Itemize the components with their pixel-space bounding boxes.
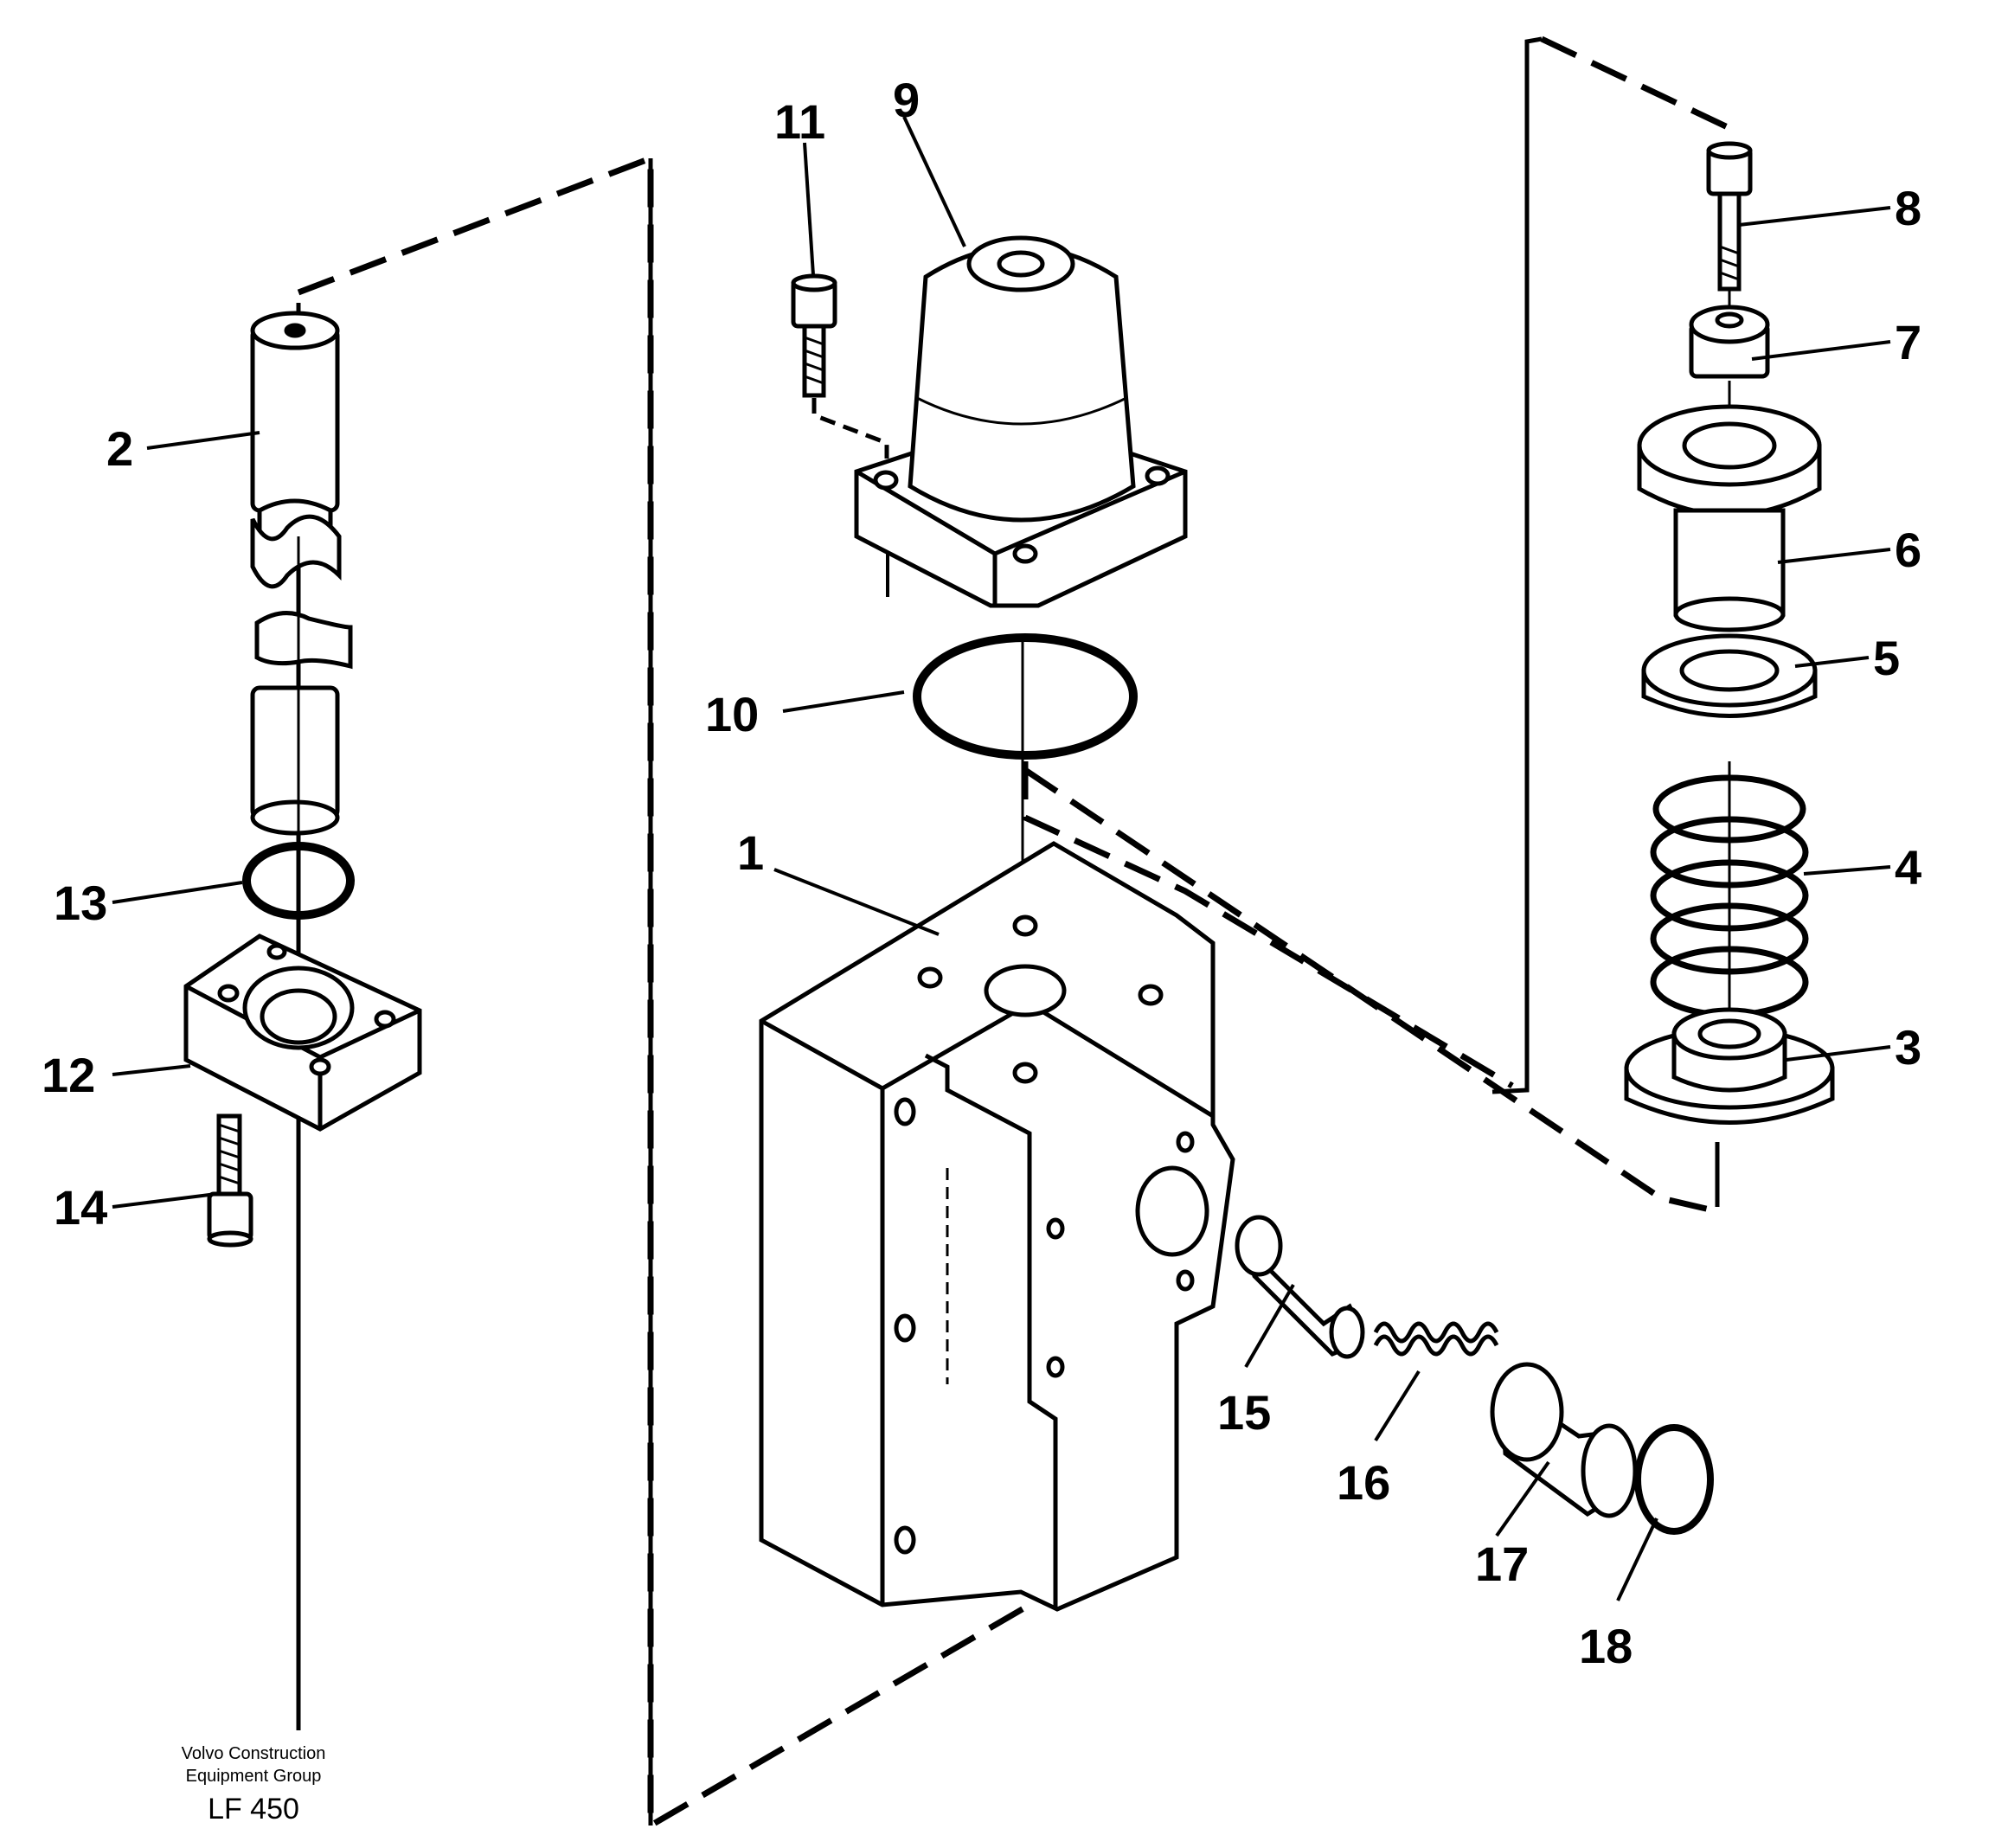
- callout-15: 15: [1217, 1385, 1271, 1440]
- callout-labels: 1 2 3 4 5 6 7 8 9 10 11 12 13 14 15 16 1…: [42, 73, 1921, 1673]
- part-14-bolt: [207, 1113, 253, 1248]
- part-5-washer: [1641, 633, 1818, 718]
- callout-14: 14: [54, 1180, 107, 1235]
- callout-18: 18: [1579, 1619, 1633, 1673]
- callout-9: 9: [893, 73, 920, 127]
- callout-17: 17: [1475, 1537, 1529, 1591]
- part-8-bolt: [1706, 141, 1753, 307]
- caption-block: Volvo Construction Equipment Group LF 45…: [182, 1744, 326, 1826]
- callout-2: 2: [106, 421, 133, 476]
- part-7-collar: [1689, 305, 1770, 415]
- part-13-o-ring: [242, 842, 355, 920]
- callout-7: 7: [1895, 315, 1921, 369]
- callout-16: 16: [1337, 1455, 1390, 1510]
- part-2-spool: [250, 311, 353, 1004]
- leader-lines: [112, 116, 1891, 1601]
- part-16-spring: [1373, 1321, 1499, 1357]
- callout-8: 8: [1895, 181, 1921, 235]
- callout-10: 10: [705, 687, 759, 741]
- part-12-cover-block: [183, 934, 422, 1132]
- callout-4: 4: [1895, 840, 1921, 895]
- part-17-plug: [1490, 1362, 1638, 1518]
- callout-12: 12: [42, 1048, 95, 1102]
- callout-5: 5: [1873, 631, 1900, 685]
- caption-company-line1: Volvo Construction: [182, 1744, 326, 1763]
- part-6-spring-seat: [1637, 404, 1822, 632]
- callout-1: 1: [737, 825, 764, 880]
- callout-6: 6: [1895, 523, 1921, 577]
- part-15-sleeve: [1235, 1215, 1365, 1359]
- callout-3: 3: [1895, 1020, 1921, 1075]
- caption-figure-code: LF 450: [208, 1793, 299, 1826]
- part-4-spring: [1650, 761, 1809, 1030]
- callout-13: 13: [54, 876, 107, 930]
- part-9-cap: [854, 235, 1188, 608]
- caption-company-line2: Equipment Group: [186, 1767, 322, 1786]
- callout-11: 11: [774, 94, 825, 149]
- part-11-bolt: [791, 273, 889, 459]
- part-3-spring-seat: [1624, 1007, 1835, 1125]
- part-18-snap-ring: [1634, 1424, 1714, 1535]
- part-1-valve-body: [759, 841, 1235, 1612]
